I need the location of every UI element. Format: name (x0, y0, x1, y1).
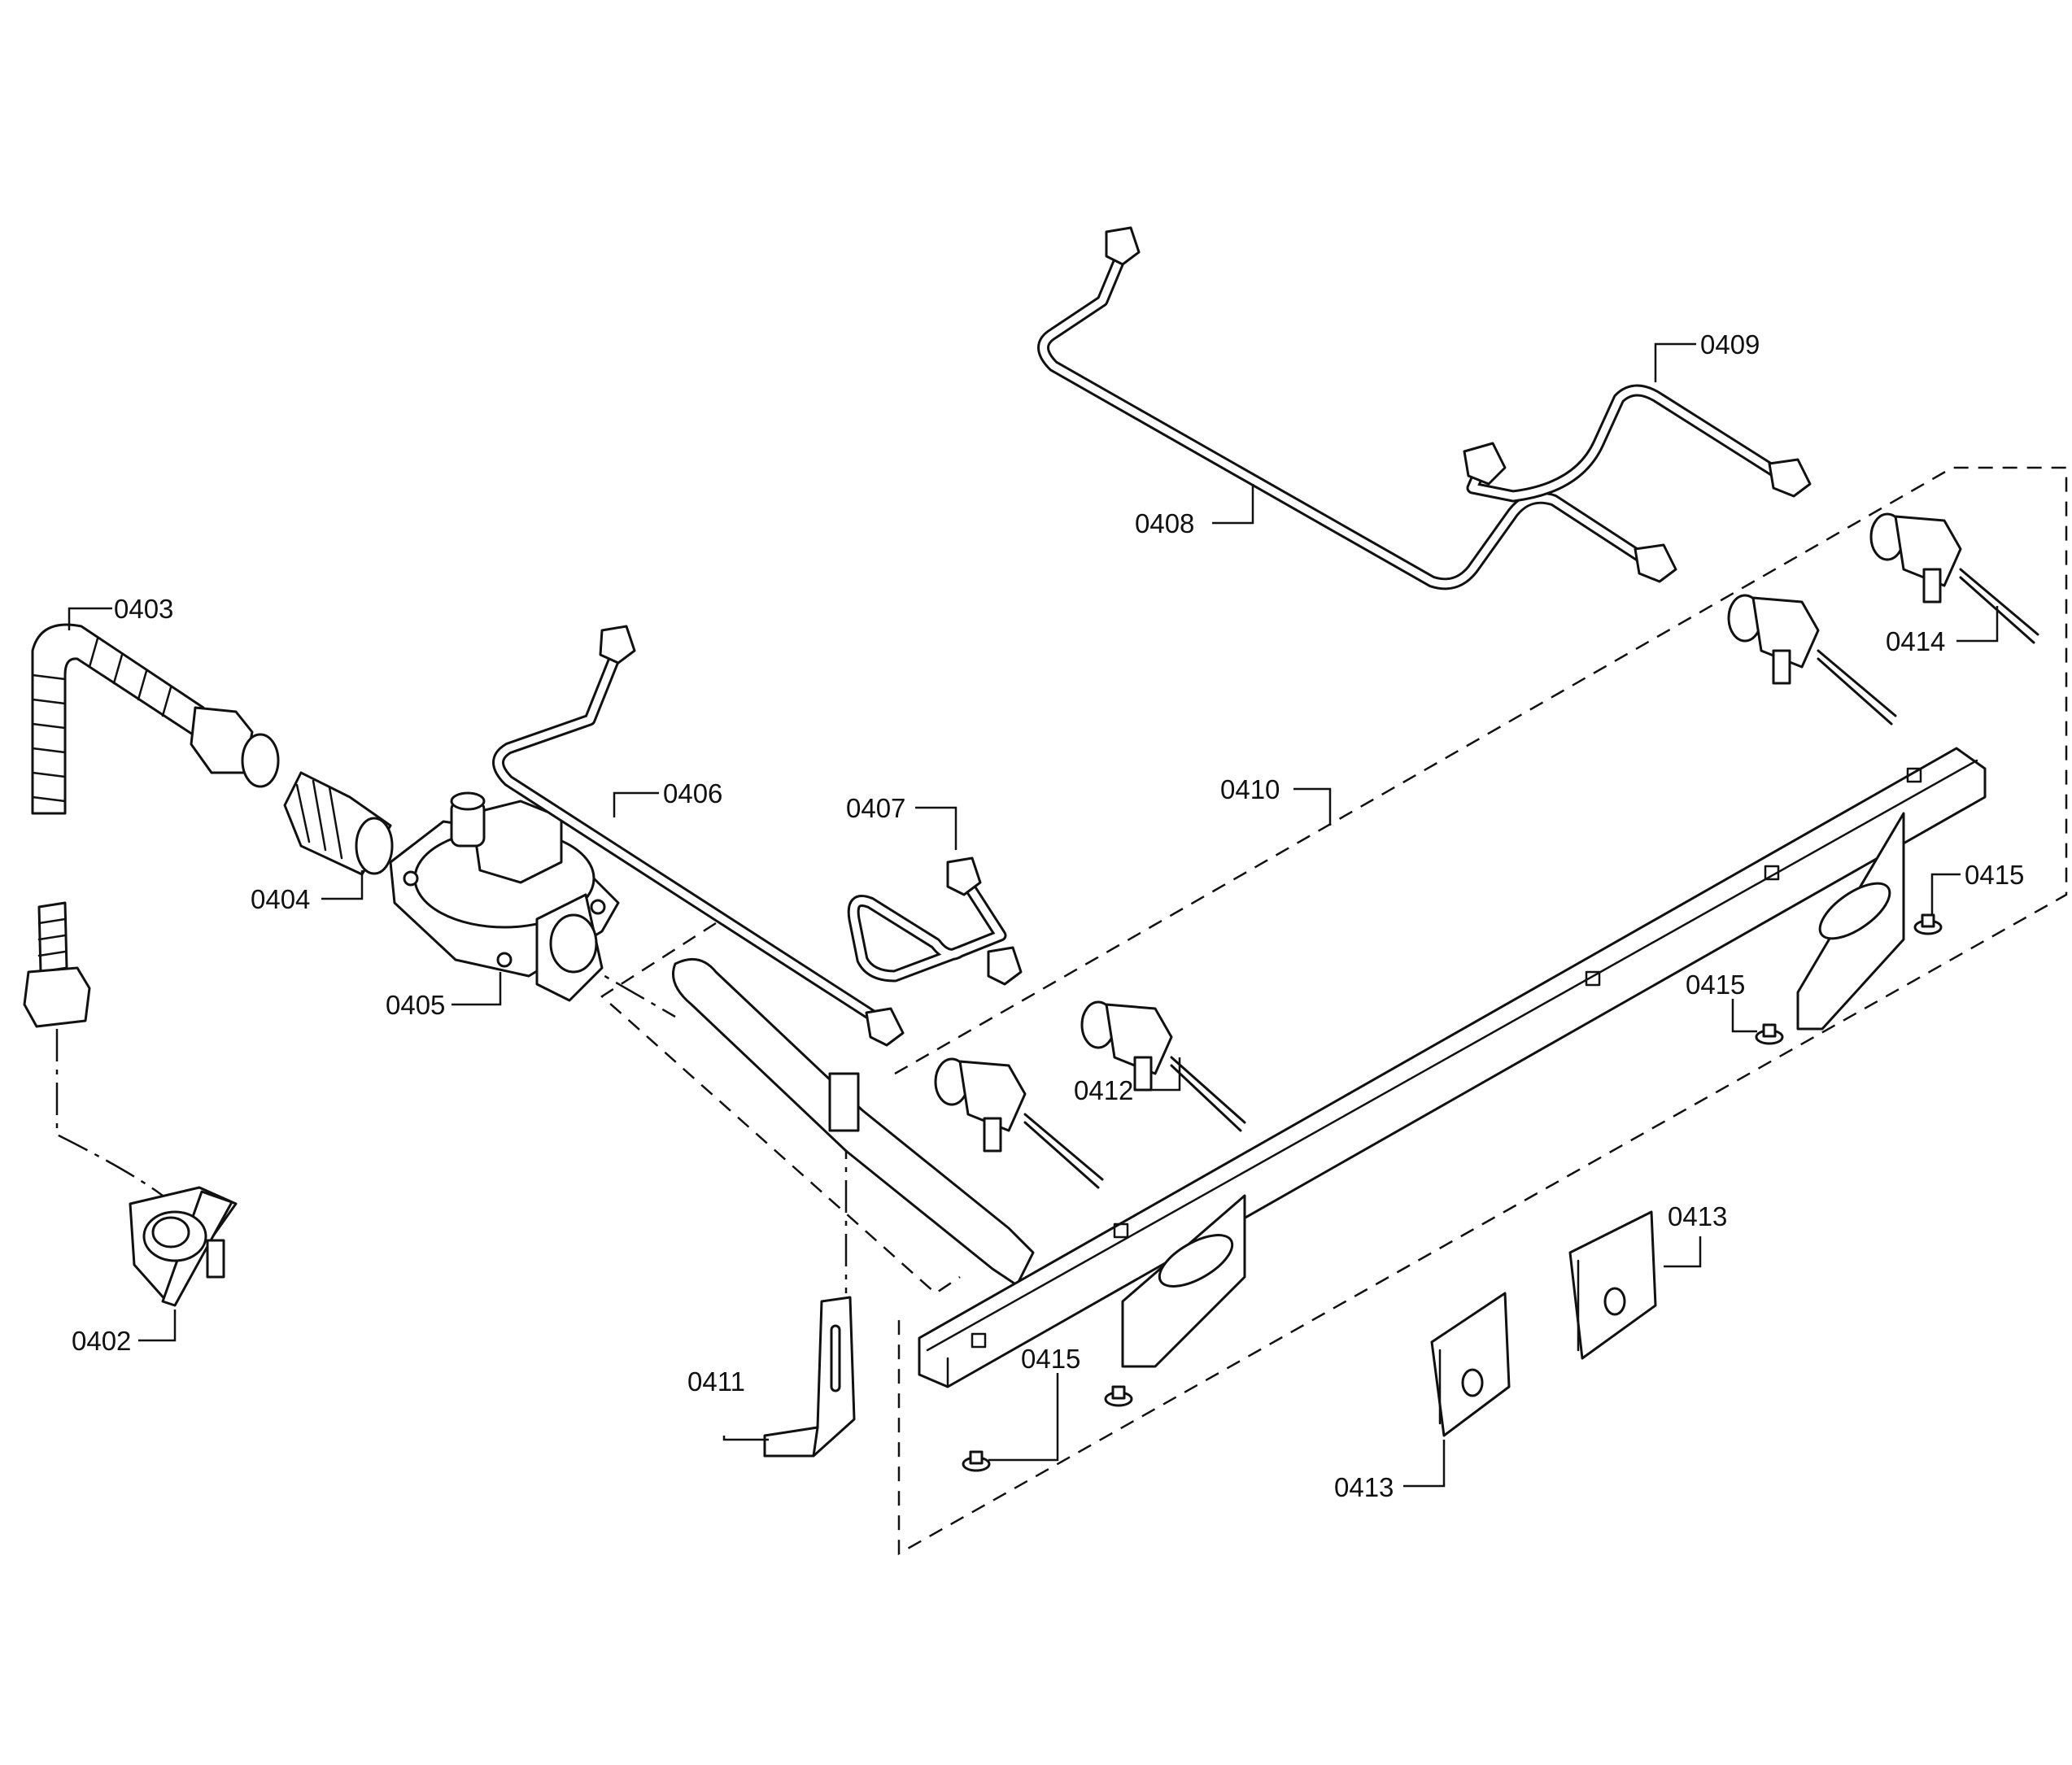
callout-0409: 0409 (1700, 329, 1760, 360)
callout-0415-bottom: 0415 (1021, 1344, 1080, 1374)
gas-tube-0406 (492, 625, 905, 1047)
callout-0413-upper: 0413 (1668, 1201, 1727, 1231)
loop-tube-0407 (847, 856, 1023, 986)
callout-0406: 0406 (663, 778, 722, 808)
gas-valve-0412-lower (934, 1057, 1104, 1189)
screw-0415-a (962, 1450, 991, 1472)
callout-0402: 0402 (72, 1326, 131, 1356)
screw-0415-b (1104, 1385, 1133, 1407)
pressure-regulator-0405 (389, 791, 620, 1002)
burner-tube (672, 957, 1035, 1287)
screw-0415-d (1913, 913, 1943, 935)
gas-tube-0408 (1037, 226, 1677, 591)
callout-0405: 0405 (386, 990, 445, 1020)
manifold-rail-0410 (918, 747, 1987, 1388)
callout-0411: 0411 (687, 1366, 745, 1397)
gas-valve-0414-upper (1869, 512, 2039, 644)
bracket-0411 (763, 1296, 856, 1458)
callout-0403: 0403 (114, 594, 173, 624)
callout-labels: 0402 0403 0404 0405 0406 0407 0408 0409 … (72, 329, 2024, 1502)
spark-module-0413-right (1568, 1210, 1657, 1360)
callout-0410: 0410 (1220, 774, 1280, 804)
pipe-nipple-0404 (283, 771, 394, 876)
gas-tube-0409 (1463, 384, 1812, 503)
callout-0404: 0404 (251, 884, 310, 914)
screw-0415-c (1755, 1023, 1784, 1045)
callout-0415-middle: 0415 (1686, 970, 1745, 1000)
centerline-0402-0403 (55, 1029, 164, 1197)
callout-0413-lower: 0413 (1334, 1472, 1394, 1502)
flex-hose-0403 (23, 623, 280, 1028)
group-outline-left (600, 922, 961, 1295)
callout-0415-right: 0415 (1965, 860, 2024, 890)
spark-module-0413-left (1430, 1292, 1511, 1437)
group-outline-right (894, 466, 2068, 1556)
callout-0407: 0407 (846, 793, 905, 823)
callout-0414: 0414 (1886, 626, 1945, 656)
gas-valve-0414-lower (1727, 594, 1897, 726)
inlet-fitting-0402 (129, 1186, 238, 1307)
leader-lines (68, 342, 1999, 1488)
callout-0412: 0412 (1074, 1075, 1133, 1105)
gas-valve-0412-upper (1080, 1000, 1246, 1132)
callout-0408: 0408 (1135, 508, 1194, 538)
